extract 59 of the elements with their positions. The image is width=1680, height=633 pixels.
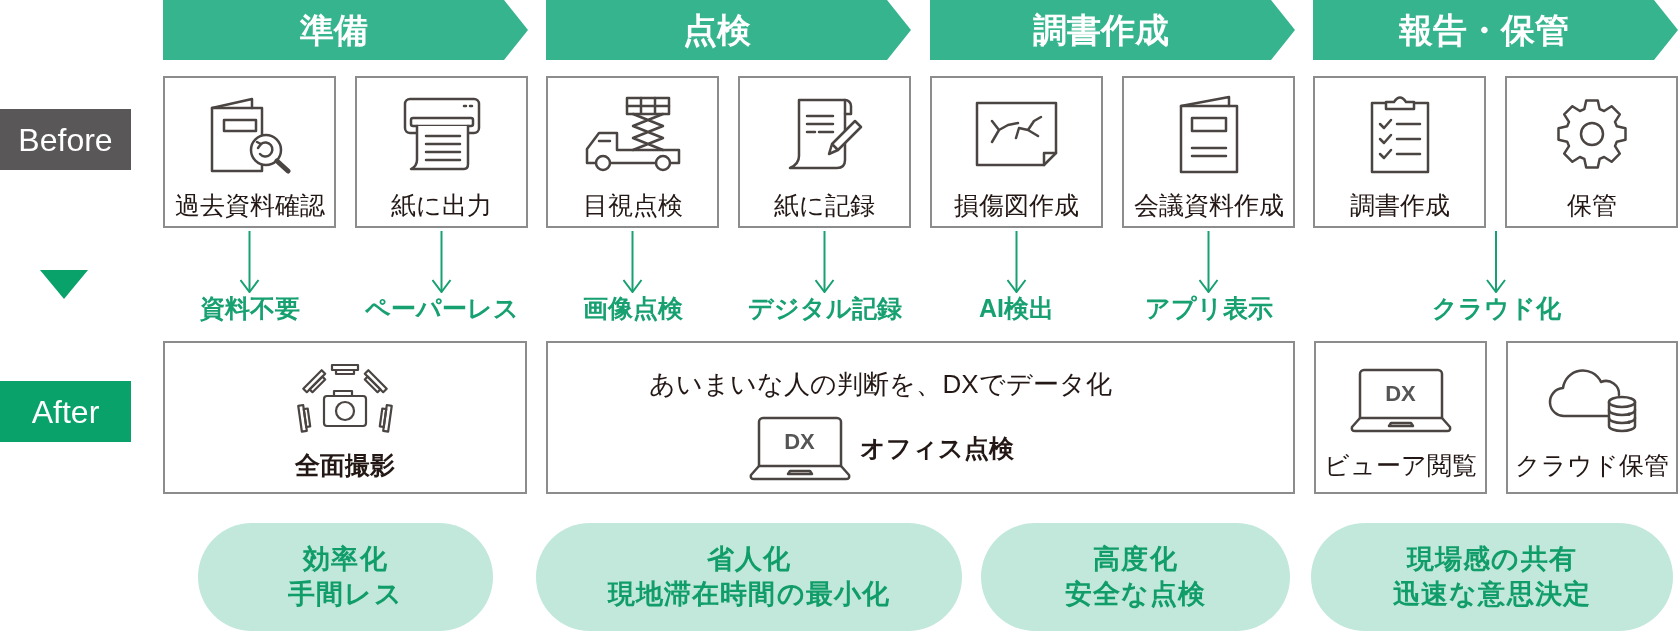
solution-label: オフィス点検 (859, 434, 1014, 462)
phase-chevron (930, 0, 1295, 60)
benefit-detail: 安全な点検 (1064, 578, 1207, 611)
step-card (738, 76, 911, 228)
arrow (1198, 230, 1219, 293)
change-label: クラウド化 (1431, 294, 1561, 322)
solution-card (163, 341, 527, 494)
solution-heading: あいまいな人の判断を、DXでデータ化 (649, 368, 1112, 401)
phase-title: 点検 (682, 13, 751, 47)
step-card (163, 76, 336, 228)
arrow (239, 230, 260, 293)
phase-chevron (546, 0, 911, 60)
phase-chevron (163, 0, 528, 60)
step-label: 紙に出力 (391, 193, 492, 217)
step-label: 過去資料確認 (174, 193, 325, 217)
benefit-detail: 現地滞在時間の最小化 (608, 578, 890, 611)
step-card (1313, 76, 1486, 228)
benefit-title: 効率化 (303, 543, 388, 576)
benefit-title: 高度化 (1093, 543, 1178, 576)
arrow (814, 230, 835, 293)
arrow (1486, 230, 1506, 293)
solution-label: 全面撮影 (295, 453, 395, 477)
step-label: 目視点検 (582, 193, 683, 217)
step-card (1505, 76, 1678, 228)
benefit-detail: 迅速な意思決定 (1393, 578, 1591, 611)
step-label: 紙に記録 (774, 193, 875, 217)
step-label: 調書作成 (1349, 193, 1450, 217)
change-label: 画像点検 (582, 294, 683, 322)
step-card (1122, 76, 1295, 228)
change-label: ペーパーレス (364, 294, 519, 322)
change-label: 資料不要 (199, 294, 300, 322)
benefit-title: 現場感の共有 (1407, 543, 1577, 576)
benefit-title: 省人化 (706, 543, 792, 576)
step-label: 保管 (1566, 193, 1617, 217)
solution-card (1314, 341, 1487, 494)
step-card (930, 76, 1103, 228)
step-label: 損傷図作成 (954, 193, 1079, 217)
phase-title: 準備 (299, 13, 368, 47)
step-card (355, 76, 528, 228)
screen-text: DX (784, 431, 815, 453)
solution-label: ビューア閲覧 (1324, 453, 1477, 477)
row-label: Before (0, 109, 131, 170)
solution-card (1506, 341, 1678, 494)
phase-chevron (1313, 0, 1678, 60)
row-label: After (0, 381, 131, 442)
screen-text: DX (1385, 383, 1416, 405)
benefit-detail: 手間レス (288, 578, 403, 611)
step-label: 会議資料作成 (1133, 193, 1284, 217)
solution-label: クラウド保管 (1515, 453, 1669, 477)
phase-title: 報告・保管 (1398, 13, 1569, 47)
change-label: AI検出 (979, 294, 1054, 322)
arrow (431, 230, 452, 293)
change-label: アプリ表示 (1144, 294, 1273, 322)
solution-card (546, 341, 1295, 494)
arrow (1006, 230, 1027, 293)
phase-title: 調書作成 (1032, 13, 1169, 47)
arrow (622, 230, 643, 293)
change-label: デジタル記録 (747, 294, 902, 322)
step-card (546, 76, 719, 228)
